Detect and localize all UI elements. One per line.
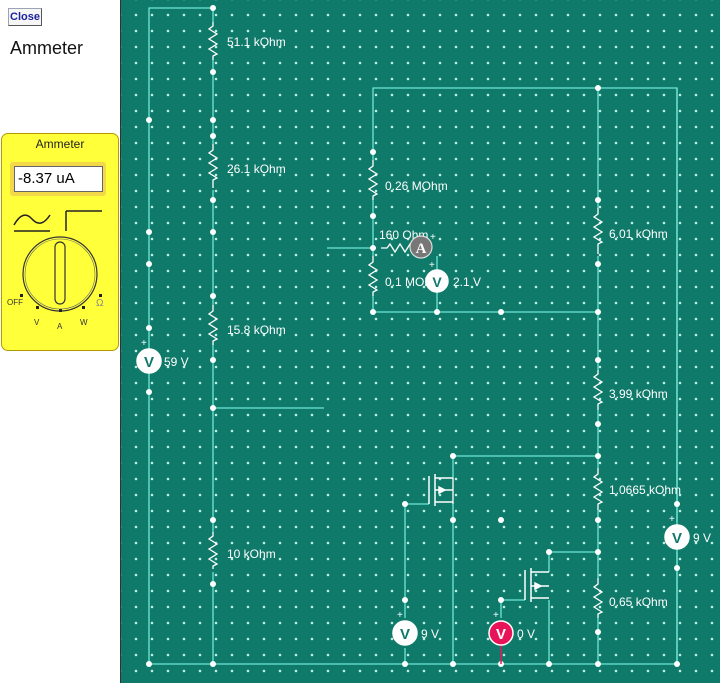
voltmeter-v2[interactable]: V + [425, 260, 449, 293]
label-v4: 0 V [517, 627, 535, 641]
svg-text:+: + [141, 338, 147, 349]
label-v3: 9 V [421, 627, 439, 641]
dial-label-a: A [57, 322, 63, 331]
svg-text:V: V [672, 530, 682, 547]
label-r10: 1.0665 kOhm [609, 483, 681, 497]
dial-label-v: V [34, 318, 40, 327]
label-v2: 2.1 V [453, 275, 481, 289]
circuit-canvas[interactable]: 51.1 kOhm 26.1 kOhm 15.8 kOhm 10 kOhm 0.… [120, 0, 720, 683]
resistor-r3[interactable] [207, 305, 219, 345]
svg-text:+: + [493, 610, 499, 621]
label-r4: 10 kOhm [227, 547, 276, 561]
resistor-r1[interactable] [207, 22, 219, 60]
multimeter: Ammeter -8.37 uA [1, 133, 119, 351]
resistor-r4[interactable] [207, 532, 219, 569]
resistor-r8[interactable] [592, 208, 604, 254]
svg-text:+: + [429, 260, 435, 271]
label-r8: 6.01 kOhm [609, 227, 668, 241]
multimeter-label: Ammeter [35, 137, 85, 151]
transistor-wires [452, 478, 454, 504]
svg-text:V: V [496, 626, 506, 643]
svg-text:V: V [144, 354, 154, 371]
label-r1: 51.1 kOhm [227, 35, 286, 49]
voltmeter-v4-selected[interactable]: V + [488, 610, 514, 646]
multimeter-reading: -8.37 uA [14, 166, 103, 192]
mosfet-2[interactable] [524, 568, 549, 602]
ac-wave-icon [13, 214, 51, 232]
instrument-title: Ammeter [10, 38, 84, 58]
svg-text:V: V [432, 274, 442, 290]
label-r3: 15.8 kOhm [227, 323, 286, 337]
resistor-r10[interactable] [592, 468, 604, 510]
svg-text:+: + [430, 232, 436, 243]
resistor-r7[interactable] [367, 256, 379, 296]
resistor-r5[interactable] [367, 160, 379, 200]
resistor-r2[interactable] [207, 144, 219, 188]
dc-line-icon [65, 210, 102, 231]
svg-text:A: A [416, 241, 427, 257]
svg-text:+: + [397, 610, 403, 621]
label-r2: 26.1 kOhm [227, 162, 286, 176]
label-v5: 9 V [693, 531, 711, 545]
close-button[interactable]: Close [8, 8, 42, 26]
resistor-r9[interactable] [592, 370, 604, 410]
instrument-panel: Close Ammeter Ammeter -8.37 uA [0, 0, 120, 683]
ammeter-a1[interactable]: A + [409, 232, 436, 259]
resistor-r11[interactable] [592, 578, 604, 618]
label-v1: 59 V [164, 355, 189, 369]
voltmeter-v5[interactable]: V + [664, 514, 690, 550]
multimeter-display: -8.37 uA [10, 162, 106, 196]
label-r11: 0.65 kOhm [609, 595, 668, 609]
svg-text:+: + [669, 514, 675, 525]
selector-dial[interactable] [2, 232, 118, 332]
voltmeter-v3[interactable]: V + [392, 610, 418, 646]
svg-text:V: V [400, 626, 410, 643]
dial-label-off: OFF [7, 298, 23, 307]
dc-mode-button[interactable] [64, 207, 104, 233]
dial-label-ohm: Ω [96, 298, 104, 309]
voltmeter-v1[interactable]: V + [136, 338, 162, 374]
circuit-diagram: 51.1 kOhm 26.1 kOhm 15.8 kOhm 10 kOhm 0.… [136, 5, 711, 667]
ac-mode-button[interactable] [12, 207, 52, 233]
dial-label-w: W [80, 318, 88, 327]
mosfet-1[interactable] [428, 474, 453, 506]
label-r9: 3.99 kOhm [609, 387, 668, 401]
label-r5: 0.26 MOhm [385, 179, 448, 193]
